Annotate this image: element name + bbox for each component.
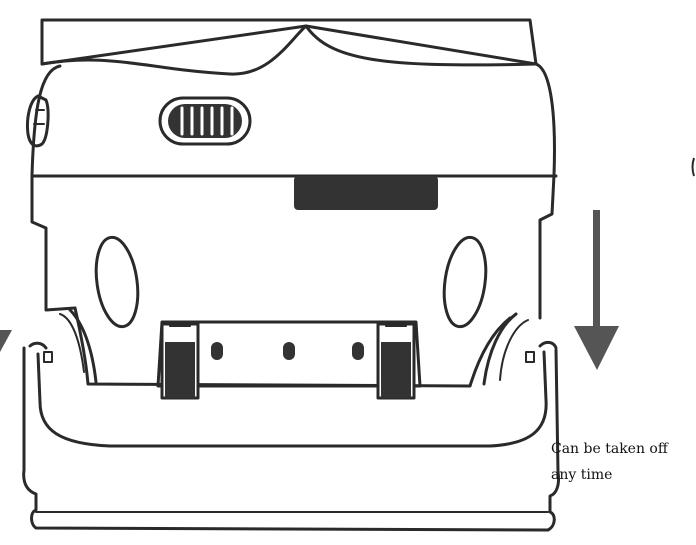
mechanism-plate bbox=[156, 320, 422, 388]
oval-right bbox=[442, 235, 488, 329]
device-top-cap bbox=[40, 18, 538, 66]
inner-chassis bbox=[73, 306, 512, 388]
removable-base-tray bbox=[22, 346, 560, 532]
hole-left bbox=[211, 342, 223, 360]
hole-right bbox=[352, 342, 364, 360]
tray-inner-rim bbox=[36, 350, 548, 448]
dark-slot bbox=[294, 176, 438, 210]
hole-middle bbox=[283, 342, 295, 360]
annotation-line-1: Can be taken off bbox=[551, 441, 668, 457]
device-top-wave bbox=[40, 24, 538, 76]
vent-grill bbox=[158, 96, 252, 146]
clip-right bbox=[376, 322, 416, 400]
annotation-line-2: any time bbox=[551, 467, 613, 483]
clip-left bbox=[160, 322, 200, 400]
oval-left bbox=[94, 235, 140, 329]
right-edge-mark bbox=[691, 157, 695, 177]
device-body bbox=[30, 62, 556, 320]
arrow-down-icon bbox=[0, 330, 12, 352]
side-knob-left bbox=[26, 94, 50, 148]
arrow-down-icon bbox=[574, 210, 619, 370]
